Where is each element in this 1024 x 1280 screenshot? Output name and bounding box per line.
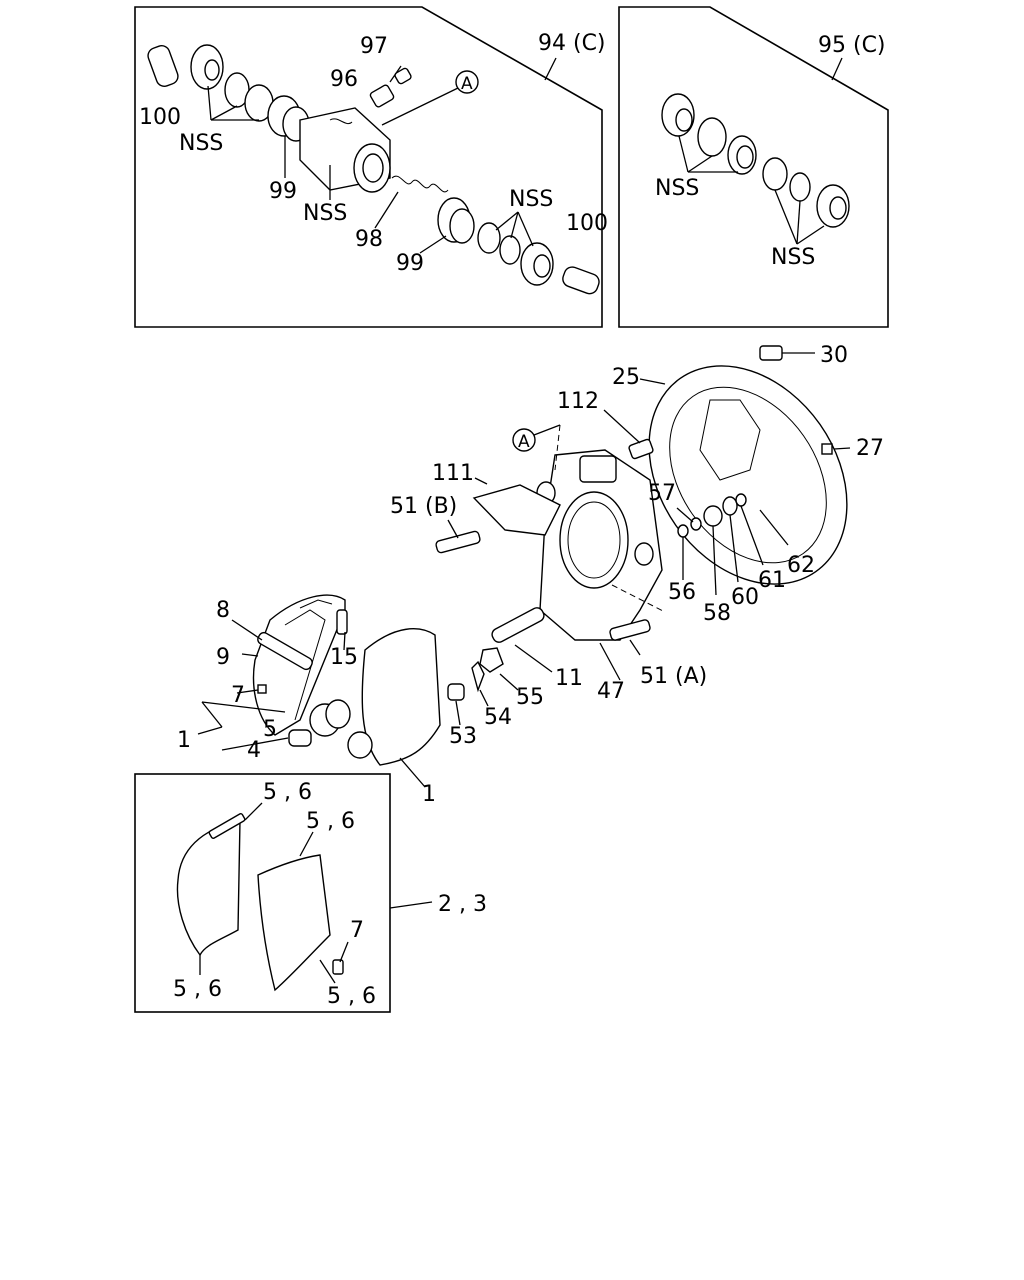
wheel-cylinder-parts xyxy=(147,44,600,295)
label-a-top: A xyxy=(461,74,473,94)
label-nss-5: NSS xyxy=(771,245,815,270)
label-94: 94 (C) xyxy=(538,31,606,56)
label-62: 62 xyxy=(787,553,815,578)
label-15: 15 xyxy=(330,645,358,670)
label-27: 27 xyxy=(856,436,884,461)
label-51-a: 51 (A) xyxy=(640,664,707,689)
label-4: 4 xyxy=(247,738,261,763)
adjuster-parts xyxy=(676,493,789,596)
wheel-cylinder-kit-94-frame xyxy=(134,6,603,328)
label-5-6-d: 5 , 6 xyxy=(327,984,376,1009)
reference-a-circle-top xyxy=(455,70,479,94)
repair-kit-95-frame xyxy=(618,6,889,328)
label-56: 56 xyxy=(668,580,696,605)
reference-a-circle-mid xyxy=(512,428,536,452)
lining-kit-frame xyxy=(134,773,433,1013)
part-number-labels: 94 (C) 95 (C) 97 96 A 100 NSS 99 NSS 98 … xyxy=(139,31,886,1009)
label-57: 57 xyxy=(648,481,676,506)
label-5-a: 5 xyxy=(263,717,277,742)
label-nss-2: NSS xyxy=(303,201,347,226)
bolt-51-a xyxy=(609,584,666,656)
label-25: 25 xyxy=(612,365,640,390)
label-nss-1: NSS xyxy=(179,131,223,156)
label-9: 9 xyxy=(216,645,230,670)
label-100-right: 100 xyxy=(566,211,608,236)
label-30: 30 xyxy=(820,343,848,368)
brake-lining-main xyxy=(347,628,441,788)
label-60: 60 xyxy=(731,585,759,610)
label-5-6-a: 5 , 6 xyxy=(263,780,312,805)
anchor-bracket-47 xyxy=(533,409,663,681)
brake-shoe-assembly xyxy=(197,594,351,751)
label-nss-4: NSS xyxy=(655,176,699,201)
label-54: 54 xyxy=(484,705,512,730)
label-a-mid: A xyxy=(518,432,530,452)
label-100-left: 100 xyxy=(139,105,181,130)
pin-11-and-cam-parts xyxy=(447,607,553,726)
label-5-6-c: 5 , 6 xyxy=(173,977,222,1002)
label-112: 112 xyxy=(557,389,599,414)
label-111: 111 xyxy=(432,461,474,486)
label-99-b: 99 xyxy=(396,251,424,276)
label-98: 98 xyxy=(355,227,383,252)
label-1-b: 1 xyxy=(422,782,436,807)
label-7-a: 7 xyxy=(231,683,245,708)
label-8: 8 xyxy=(216,598,230,623)
label-58: 58 xyxy=(703,601,731,626)
label-11: 11 xyxy=(555,666,583,691)
label-2-3: 2 , 3 xyxy=(438,892,487,917)
label-47: 47 xyxy=(597,679,625,704)
label-nss-3: NSS xyxy=(509,187,553,212)
label-97: 97 xyxy=(360,34,388,59)
label-53: 53 xyxy=(449,724,477,749)
bolt-51-b xyxy=(435,519,481,554)
label-5-6-b: 5 , 6 xyxy=(306,809,355,834)
label-95: 95 (C) xyxy=(818,33,886,58)
label-96: 96 xyxy=(330,67,358,92)
shim-111 xyxy=(472,477,561,536)
label-55: 55 xyxy=(516,685,544,710)
repair-kit-parts xyxy=(661,93,850,245)
label-99-a: 99 xyxy=(269,179,297,204)
label-7-b: 7 xyxy=(350,918,364,943)
label-51-b: 51 (B) xyxy=(390,494,457,519)
label-1-a: 1 xyxy=(177,728,191,753)
lining-kit-parts xyxy=(176,802,349,992)
label-61: 61 xyxy=(758,568,786,593)
